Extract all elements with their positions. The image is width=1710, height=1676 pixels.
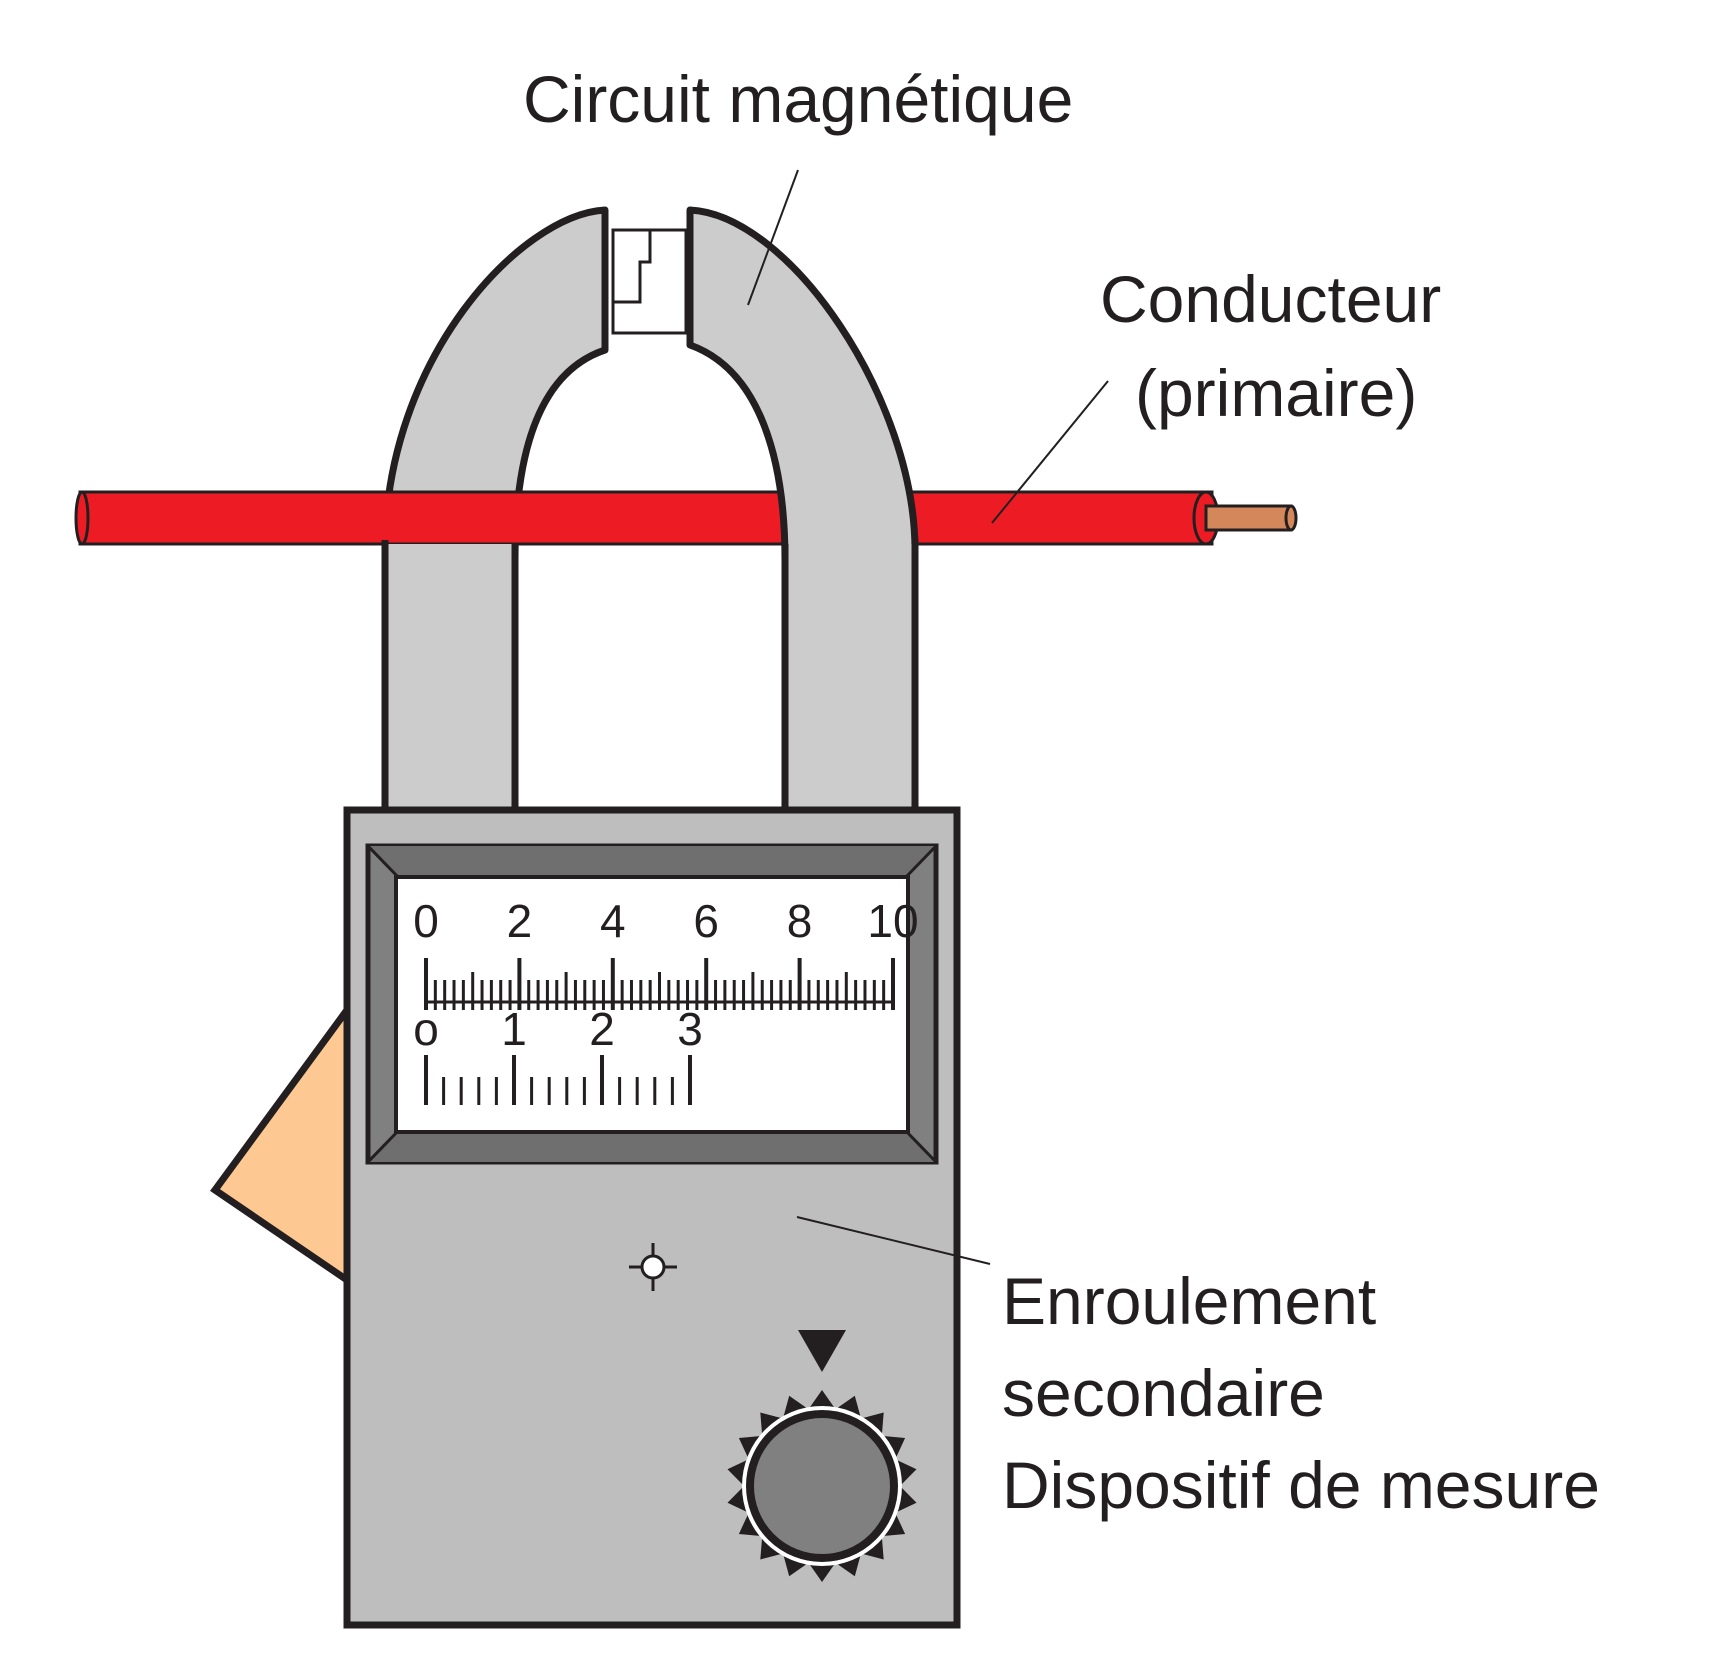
knob-icon[interactable] bbox=[727, 1390, 917, 1582]
leader-enroulement bbox=[796, 1216, 991, 1265]
scale-tick-label: 3 bbox=[677, 1003, 703, 1055]
scale-tick-label: 10 bbox=[867, 895, 918, 947]
crosshair-icon[interactable] bbox=[629, 1243, 677, 1291]
scale-tick-label: 2 bbox=[589, 1003, 615, 1055]
scale-tick-label: 6 bbox=[693, 895, 719, 947]
right-jaw-front bbox=[785, 544, 915, 810]
scale-tick-label: o bbox=[413, 1003, 439, 1055]
scale-tick-label: 4 bbox=[600, 895, 626, 947]
label-conductor-primary: (primaire) bbox=[1135, 356, 1418, 430]
jaw-interlock bbox=[611, 228, 688, 335]
left-jaw-front bbox=[385, 544, 515, 810]
leader-conducteur bbox=[991, 380, 1109, 524]
label-secondary: secondaire bbox=[1002, 1356, 1325, 1430]
scale-tick-label: 2 bbox=[507, 895, 533, 947]
label-secondary-winding: Enroulement bbox=[1002, 1264, 1377, 1338]
label-magnetic-circuit: Circuit magnétique bbox=[523, 62, 1074, 136]
scale-tick-label: 8 bbox=[787, 895, 813, 947]
label-conductor: Conducteur bbox=[1100, 262, 1442, 336]
scale-lower: o 1 2 3 bbox=[413, 1003, 703, 1105]
trigger-lever bbox=[210, 999, 351, 1287]
scale-tick-label: 0 bbox=[413, 895, 439, 947]
leader-circuit bbox=[747, 169, 799, 306]
triangle-down-icon bbox=[798, 1330, 846, 1372]
conductor-wire bbox=[74, 490, 1298, 546]
scale-upper: 0 2 4 6 8 10 bbox=[413, 895, 919, 1010]
label-measuring-device: Dispositif de mesure bbox=[1002, 1448, 1600, 1522]
scale-tick-label: 1 bbox=[501, 1003, 527, 1055]
